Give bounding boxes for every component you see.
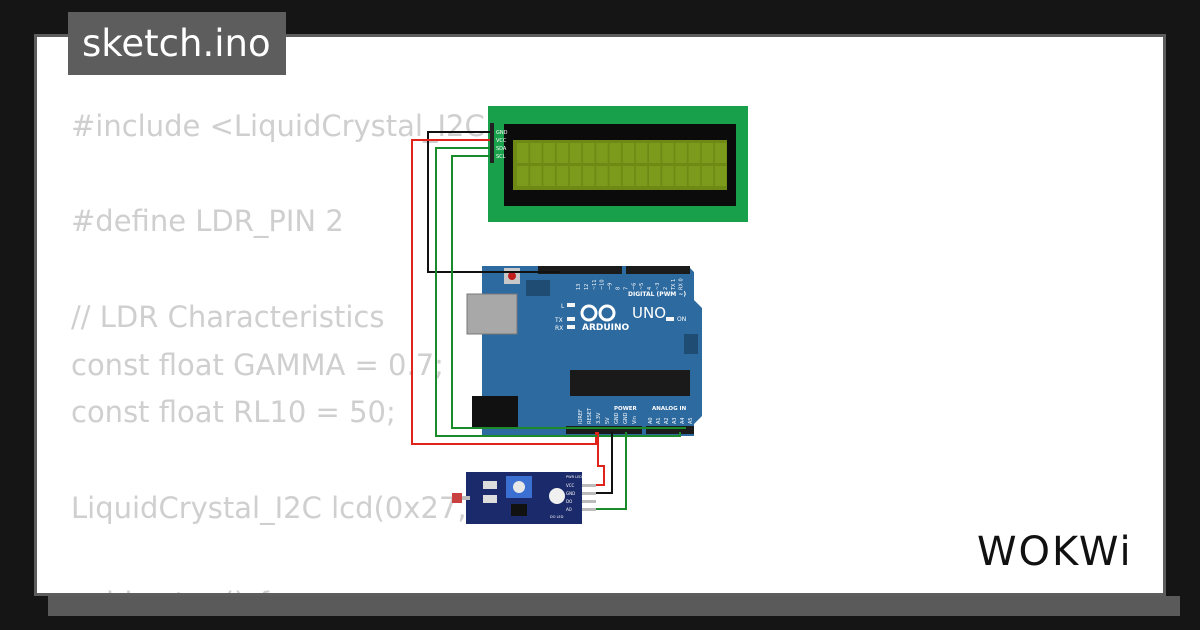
pin-label: 5V — [605, 417, 611, 424]
code-line: const float GAMMA = 0.7; — [71, 347, 444, 382]
code-line: // LDR Characteristics — [71, 299, 385, 334]
digital-header-1 — [538, 266, 622, 274]
pin-label: ~10 — [600, 279, 606, 290]
pin-label: ~9 — [608, 283, 614, 290]
pin-label: 2 — [663, 287, 669, 290]
digital-header-2 — [626, 266, 690, 274]
pin-label: A3 — [672, 417, 678, 424]
ldr-pin-label-vcc: VCC — [566, 483, 575, 488]
comparator-chip — [511, 504, 527, 516]
pin-label: 13 — [576, 284, 582, 290]
pin-label: TX 1 — [671, 279, 677, 291]
wire-lcd-vcc — [411, 139, 597, 445]
reset-button[interactable] — [508, 272, 516, 280]
code-line: #define LDR_PIN 2 — [71, 204, 344, 239]
pin-label: 8 — [616, 287, 622, 290]
wire-ldr-ao — [596, 432, 627, 510]
led-label-l: L — [561, 303, 565, 310]
do-led-label: DO LED — [550, 515, 564, 519]
code-line: const float RL10 = 50; — [71, 395, 396, 430]
analog-header — [646, 426, 694, 434]
lcd-pin-label-vcc: VCC — [496, 138, 507, 144]
pin-label: 3.3V — [596, 412, 602, 424]
pin-label: A2 — [664, 417, 670, 424]
led-on — [666, 317, 674, 321]
analog-label: ANALOG IN — [652, 406, 687, 412]
code-line: LiquidCrystal_I2C lcd(0x27, 20, 4); — [71, 490, 571, 525]
pin-label: ~6 — [631, 283, 637, 290]
pin-label: GND — [623, 412, 629, 424]
digital-label: DIGITAL (PWM ~) — [628, 291, 686, 298]
wire-ldr-gnd — [596, 432, 613, 494]
led-l — [567, 303, 575, 307]
pin-label: ~3 — [655, 283, 661, 290]
pwr-led-label: PWR LED — [566, 475, 582, 479]
arduino-logo — [580, 304, 616, 322]
pin-label: A0 — [648, 417, 654, 424]
pin-label: ~11 — [592, 279, 598, 290]
file-tab-title[interactable]: sketch.ino — [68, 12, 286, 75]
lcd-display[interactable]: GND VCC SDA SCL — [488, 106, 748, 222]
pin-label: A5 — [688, 417, 694, 424]
led-tx — [567, 317, 575, 321]
wire-lcd-sda — [435, 147, 681, 437]
lcd-pin-headers — [490, 123, 494, 163]
wokwi-logo[interactable]: WOKWi — [975, 525, 1151, 577]
card-shadow — [48, 596, 1180, 616]
pin-label: A1 — [656, 417, 662, 424]
led-label-on: ON — [677, 316, 686, 323]
pin-label: RESET — [587, 407, 593, 424]
pin-label: Vin — [632, 416, 638, 424]
lcd-pin-label-scl: SCL — [496, 154, 506, 160]
usb-connector — [466, 293, 518, 335]
icsp2-header — [684, 334, 698, 354]
pin-label: GND — [614, 412, 620, 424]
ldr-module-pins — [582, 484, 596, 511]
pin-label: 12 — [584, 284, 590, 290]
wires — [411, 131, 686, 510]
wire-ldr-vcc — [596, 432, 605, 486]
indicator-led — [549, 488, 565, 504]
power-header — [566, 426, 642, 434]
ldr-pin-label-gnd: GND — [566, 491, 575, 496]
pin-label: 7 — [623, 287, 629, 290]
wire-lcd-gnd — [427, 131, 560, 273]
arduino-brand-label: ARDUINO — [582, 323, 630, 333]
power-label: POWER — [614, 406, 638, 412]
ldr-photoresistor — [452, 493, 462, 503]
led-label-tx: TX — [554, 317, 563, 324]
code-preview: #include <LiquidCrystal_I2C.h> #define L… — [71, 103, 771, 593]
ldr-pin-label-ao: AO — [566, 507, 572, 512]
ldr-sensor-module[interactable]: VCC GND DO AO PWR LED DO LED — [452, 472, 596, 524]
lcd-cell-grid — [517, 143, 727, 186]
pin-label: RX 0 — [679, 278, 685, 290]
lcd-pin-label-sda: SDA — [496, 146, 507, 152]
arduino-model-label: UNO — [632, 304, 666, 322]
icsp-header — [526, 280, 550, 296]
pin-label: ~5 — [639, 283, 645, 290]
power-jack — [472, 396, 518, 428]
pin-label: A4 — [680, 417, 686, 424]
code-line: #include <LiquidCrystal_I2C.h> — [71, 109, 537, 143]
arduino-uno-board[interactable]: DIGITAL (PWM ~) ARDUINO UNO L TX RX ON P… — [466, 266, 702, 436]
ldr-pin-label-do: DO — [566, 499, 572, 504]
wire-lcd-scl — [451, 155, 686, 429]
lcd-pin-label-gnd: GND — [496, 130, 508, 136]
led-label-rx: RX — [555, 325, 563, 332]
led-rx — [567, 325, 575, 329]
wokwi-logo-text: WOKWi — [977, 529, 1133, 575]
pin-label: IOREF — [578, 409, 584, 424]
atmega-chip — [570, 370, 690, 396]
code-line: void setup() { — [71, 586, 273, 593]
pin-label: 4 — [647, 287, 653, 290]
